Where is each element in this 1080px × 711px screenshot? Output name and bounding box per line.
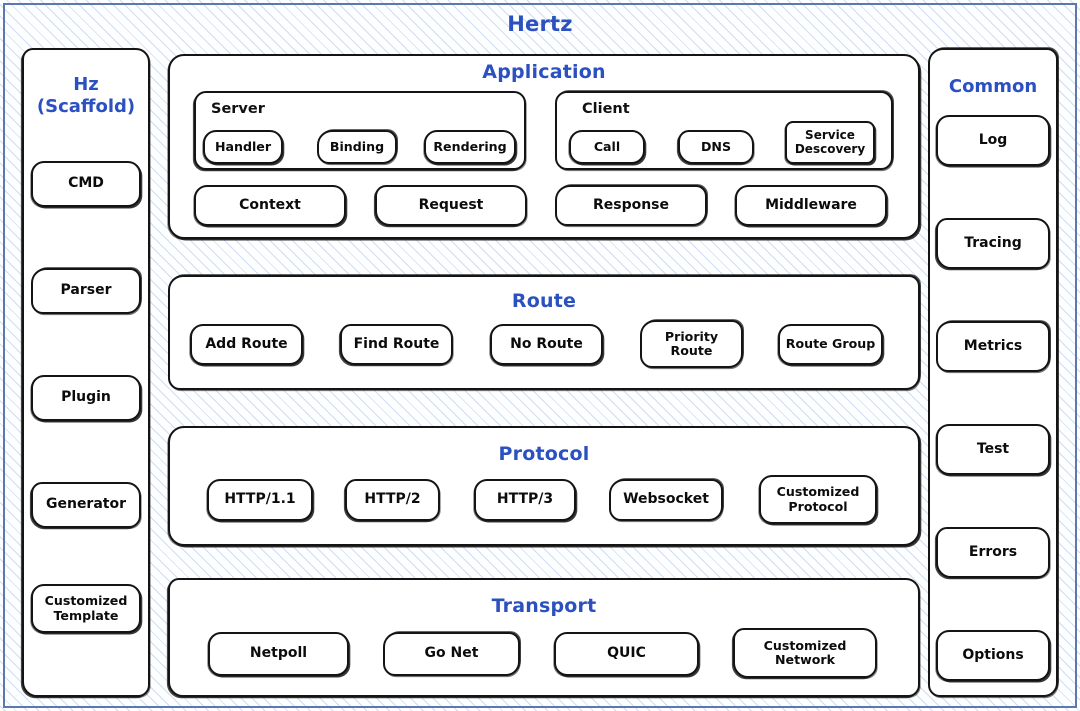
scaffold-item-cmd[interactable]: CMD xyxy=(31,161,141,207)
protocol-item-label: HTTP/2 xyxy=(364,491,421,508)
server-item-handler[interactable]: Handler xyxy=(203,130,283,164)
application-item-request[interactable]: Request xyxy=(375,185,527,226)
application-item-label: Context xyxy=(239,196,301,213)
scaffold-item-plugin[interactable]: Plugin xyxy=(31,375,141,421)
route-item-route-group[interactable]: Route Group xyxy=(778,324,883,365)
client-item-call[interactable]: Call xyxy=(569,130,645,164)
route-layer-title: Route xyxy=(511,290,577,312)
client-item-label: DNS xyxy=(700,138,732,154)
route-item-label: No Route xyxy=(510,335,583,352)
common-item-label: Metrics xyxy=(963,337,1023,354)
common-item-tracing[interactable]: Tracing xyxy=(936,218,1050,269)
protocol-item-label: HTTP/1.1 xyxy=(224,491,296,508)
route-item-label: Add Route xyxy=(205,335,288,352)
application-item-context[interactable]: Context xyxy=(194,185,346,226)
server-item-label: Binding xyxy=(329,138,385,154)
scaffold-item-label: Customized Template xyxy=(44,593,128,623)
common-item-log[interactable]: Log xyxy=(936,115,1050,166)
server-item-label: Handler xyxy=(214,138,272,154)
scaffold-item-customized-template[interactable]: Customized Template xyxy=(31,584,141,633)
scaffold-item-label: CMD xyxy=(68,175,104,192)
protocol-item-label: Customized Protocol xyxy=(776,484,860,514)
application-item-middleware[interactable]: Middleware xyxy=(735,185,887,226)
application-layer-title: Application xyxy=(482,61,606,83)
protocol-item-http3[interactable]: HTTP/3 xyxy=(474,479,576,521)
transport-item-label: QUIC xyxy=(607,645,646,662)
route-item-find-route[interactable]: Find Route xyxy=(340,324,453,365)
scaffold-item-label: Plugin xyxy=(61,389,111,406)
common-item-test[interactable]: Test xyxy=(936,424,1050,475)
client-item-label: Call xyxy=(593,138,621,154)
route-item-priority-route[interactable]: Priority Route xyxy=(640,320,743,368)
transport-item-netpoll[interactable]: Netpoll xyxy=(208,632,349,676)
server-item-label: Rendering xyxy=(433,138,507,154)
application-client-label: Client xyxy=(582,101,630,117)
server-item-binding[interactable]: Binding xyxy=(317,130,397,164)
diagram-title: Hertz xyxy=(507,12,573,36)
common-item-label: Test xyxy=(976,440,1010,457)
transport-item-label: Go Net xyxy=(424,645,479,662)
client-item-label: Service Descovery xyxy=(794,128,866,156)
application-server-label: Server xyxy=(211,101,265,117)
transport-item-go-net[interactable]: Go Net xyxy=(383,632,520,676)
common-item-errors[interactable]: Errors xyxy=(936,527,1050,578)
scaffold-panel-title: Hz (Scaffold) xyxy=(36,74,136,117)
common-panel-title: Common xyxy=(948,76,1038,97)
protocol-item-customized-protocol[interactable]: Customized Protocol xyxy=(759,475,877,524)
transport-layer-title: Transport xyxy=(491,595,597,617)
transport-item-customized-network[interactable]: Customized Network xyxy=(733,628,877,678)
protocol-item-websocket[interactable]: Websocket xyxy=(609,479,723,521)
transport-item-label: Netpoll xyxy=(249,645,308,662)
common-item-metrics[interactable]: Metrics xyxy=(936,321,1050,372)
protocol-item-http11[interactable]: HTTP/1.1 xyxy=(207,479,313,521)
route-item-label: Priority Route xyxy=(664,328,719,358)
common-item-label: Errors xyxy=(968,543,1018,560)
scaffold-item-generator[interactable]: Generator xyxy=(31,482,141,528)
common-item-label: Log xyxy=(978,131,1008,148)
route-item-label: Find Route xyxy=(353,335,440,352)
server-item-rendering[interactable]: Rendering xyxy=(424,130,516,164)
application-item-label: Middleware xyxy=(765,196,857,213)
protocol-item-label: Websocket xyxy=(623,491,709,508)
transport-item-label: Customized Network xyxy=(763,637,847,667)
common-item-options[interactable]: Options xyxy=(936,630,1050,681)
route-item-add-route[interactable]: Add Route xyxy=(190,324,303,365)
application-item-label: Response xyxy=(592,196,670,213)
protocol-layer-title: Protocol xyxy=(498,443,590,465)
protocol-item-http2[interactable]: HTTP/2 xyxy=(345,479,440,521)
application-item-response[interactable]: Response xyxy=(555,185,707,226)
scaffold-item-label: Parser xyxy=(60,282,112,299)
transport-item-quic[interactable]: QUIC xyxy=(554,632,699,676)
client-item-dns[interactable]: DNS xyxy=(678,130,754,164)
scaffold-item-label: Generator xyxy=(45,496,126,513)
client-item-service-descovery[interactable]: Service Descovery xyxy=(785,121,875,164)
common-item-label: Tracing xyxy=(964,234,1022,251)
application-item-label: Request xyxy=(418,196,484,213)
protocol-item-label: HTTP/3 xyxy=(496,491,554,508)
route-item-no-route[interactable]: No Route xyxy=(490,324,603,365)
route-item-label: Route Group xyxy=(785,336,876,352)
scaffold-item-parser[interactable]: Parser xyxy=(31,268,141,314)
common-item-label: Options xyxy=(962,646,1024,663)
